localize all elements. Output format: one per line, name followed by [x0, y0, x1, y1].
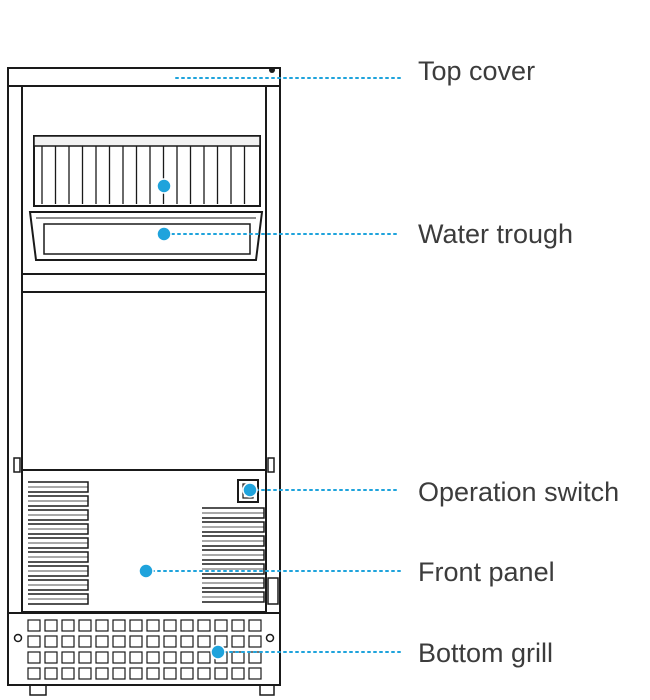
callouts	[145, 77, 401, 653]
callout-dot-bottom-grill	[210, 644, 226, 660]
callout-dot-front-panel	[138, 563, 154, 579]
machine-body	[7, 67, 281, 614]
right-louvers	[202, 507, 265, 603]
label-operation-switch: Operation switch	[418, 477, 620, 507]
callout-dot-evaporator	[156, 178, 172, 194]
bottom-grill	[7, 612, 281, 696]
left-louvers	[28, 481, 89, 605]
water-trough	[28, 211, 264, 261]
label-bottom-grill: Bottom grill	[418, 638, 554, 668]
label-water-trough: Water trough	[418, 219, 574, 249]
callout-dot-operation-switch	[242, 482, 258, 498]
evaporator-grid	[33, 135, 261, 207]
callout-dots	[138, 178, 258, 660]
label-front-panel: Front panel	[418, 557, 555, 587]
callout-dot-water-trough	[156, 226, 172, 242]
label-top-cover: Top cover	[418, 56, 536, 86]
